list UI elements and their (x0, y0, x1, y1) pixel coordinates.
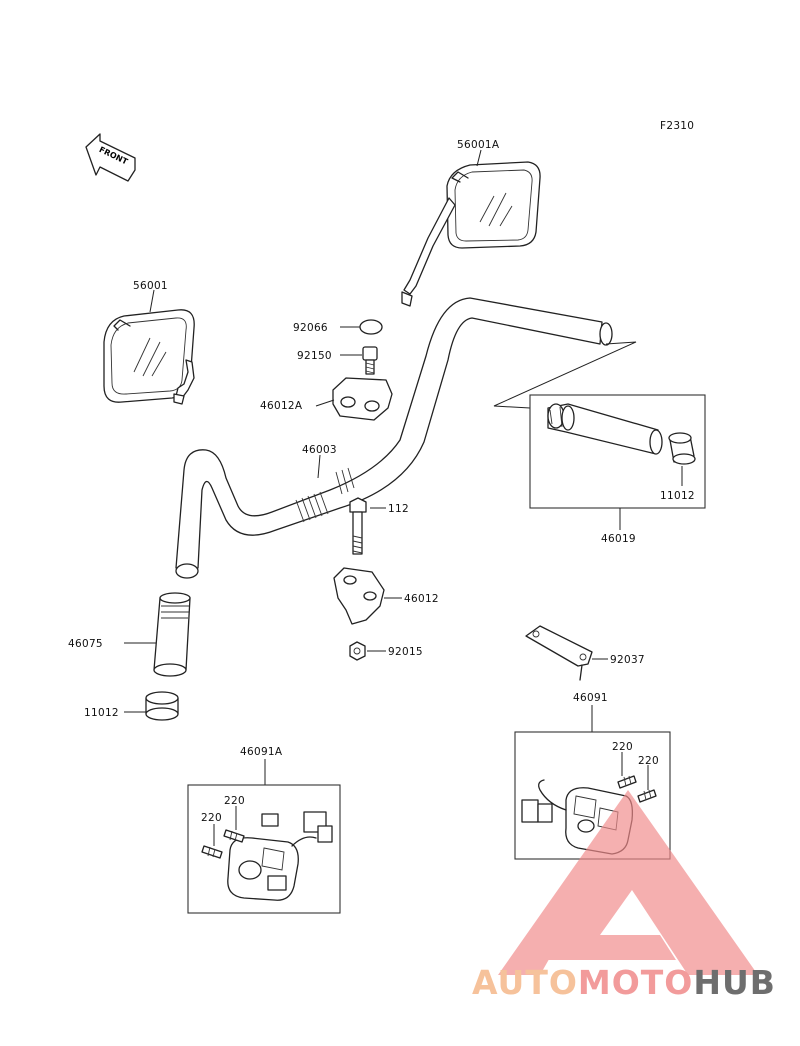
watermark-auto: AUTO (472, 963, 578, 1002)
watermark-hub: HUB (693, 963, 776, 1002)
label-220-r1: 220 (612, 741, 633, 753)
label-46019: 46019 (601, 533, 636, 545)
handlebar-46003 (175, 297, 613, 579)
bolt-92150 (340, 346, 378, 375)
mirror-right (401, 149, 541, 307)
clamp-92037 (525, 625, 608, 681)
label-56001: 56001 (133, 280, 168, 292)
watermark-triangle-icon (498, 790, 758, 975)
label-46003: 46003 (302, 444, 337, 456)
label-46091A: 46091A (240, 746, 283, 758)
label-92066: 92066 (293, 322, 328, 334)
front-arrow-icon: FRONT (85, 133, 136, 182)
nut-92015 (349, 641, 386, 661)
watermark-logo: AUTOMOTOHUB (472, 790, 776, 1002)
mirror-left (103, 289, 195, 405)
bolt-112 (349, 497, 386, 555)
grip-left-46075 (124, 592, 191, 677)
label-56001A: 56001A (457, 139, 500, 151)
diagram-code: F2310 (660, 120, 694, 132)
label-46091: 46091 (573, 692, 608, 704)
label-220-l1: 220 (224, 795, 245, 807)
label-11012-left: 11012 (84, 707, 119, 719)
label-46075: 46075 (68, 638, 103, 650)
weight-left-11012 (124, 691, 179, 721)
cap-92066 (340, 319, 383, 335)
switch-left-46091A: 46091A (187, 746, 341, 914)
label-92037: 92037 (610, 654, 645, 666)
holder-lower-46012 (333, 567, 402, 625)
label-220-l2: 220 (201, 812, 222, 824)
label-46012: 46012 (404, 593, 439, 605)
throttle-grip-46019 (493, 341, 706, 530)
label-11012-right: 11012 (660, 490, 695, 502)
label-220-r2: 220 (638, 755, 659, 767)
weight-right-11012 (668, 432, 696, 486)
label-92150: 92150 (297, 350, 332, 362)
label-46012A: 46012A (260, 400, 303, 412)
holder-upper-46012A (315, 377, 393, 421)
watermark-moto: MOTO (578, 963, 693, 1002)
label-92015: 92015 (388, 646, 423, 658)
label-112: 112 (388, 503, 409, 515)
watermark-text: AUTOMOTOHUB (472, 963, 776, 1002)
